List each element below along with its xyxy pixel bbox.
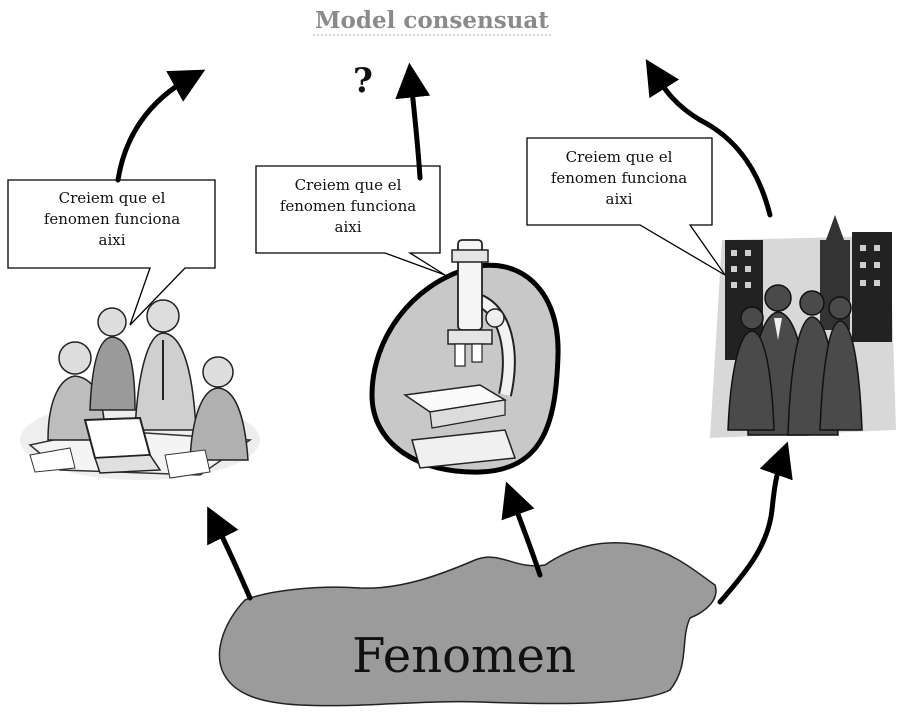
bubble-left-line-2: fenomen funciona bbox=[44, 210, 180, 228]
bubble-right-line-1: Creiem que el bbox=[566, 148, 673, 166]
arrow-phenomenon-to-right bbox=[720, 458, 782, 602]
arrow-middle-to-model bbox=[411, 80, 420, 178]
bubble-middle-line-3: aixi bbox=[335, 218, 362, 236]
microscope-icon bbox=[372, 240, 558, 472]
bubble-left-line-1: Creiem que el bbox=[59, 189, 166, 207]
bubble-right-line-2: fenomen funciona bbox=[551, 169, 687, 187]
arrow-phenomenon-to-left bbox=[215, 522, 250, 598]
phenomenon-label: Fenomen bbox=[352, 628, 576, 684]
bubble-middle-line-2: fenomen funciona bbox=[280, 197, 416, 215]
people-working-at-laptop-icon bbox=[20, 300, 260, 480]
bubble-right-line-3: aixi bbox=[606, 190, 633, 208]
diagram-title: Model consensuat bbox=[315, 7, 549, 34]
arrow-left-to-model bbox=[118, 78, 190, 180]
question-mark: ? bbox=[353, 61, 373, 101]
bubble-middle-line-1: Creiem que el bbox=[295, 176, 402, 194]
speech-bubble-middle: Creiem que el fenomen funciona aixi bbox=[256, 166, 445, 275]
speech-bubble-right: Creiem que el fenomen funciona aixi bbox=[527, 138, 725, 275]
crowd-in-city-icon bbox=[710, 215, 896, 438]
speech-bubble-left: Creiem que el fenomen funciona aixi bbox=[8, 180, 215, 325]
bubble-left-line-3: aixi bbox=[99, 231, 126, 249]
